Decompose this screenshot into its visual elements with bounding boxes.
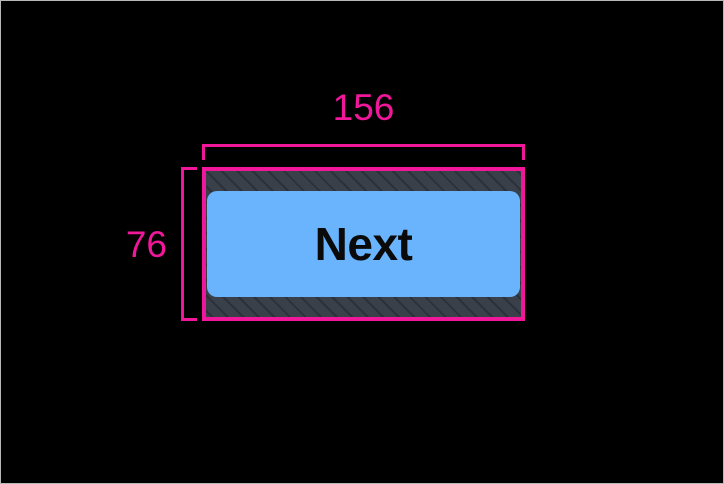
width-dimension-bracket [202,144,525,160]
width-bracket-line [202,144,525,147]
height-measurement-value: 76 [125,223,167,265]
height-bracket-end-cap [181,318,197,321]
next-button-label: Next [314,218,413,270]
width-measurement-value: 156 [332,87,395,128]
next-button[interactable]: Next [207,191,520,297]
width-bracket-end-cap [522,144,525,160]
height-dimension-bracket [181,167,197,321]
height-bracket-line [181,167,184,321]
height-bracket-start-cap [181,167,197,170]
width-bracket-start-cap [202,144,205,160]
measured-widget[interactable]: Next [202,167,525,321]
